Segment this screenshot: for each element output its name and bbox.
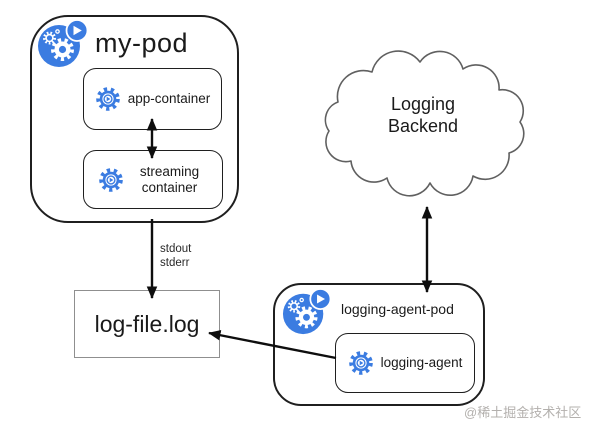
play-icon xyxy=(106,96,111,102)
container-icon xyxy=(98,167,123,192)
log-file-label: log-file.log xyxy=(94,310,200,337)
play-icon xyxy=(109,177,113,182)
log-file-box: log-file.log xyxy=(74,290,220,358)
logging-agent-label: logging-agent xyxy=(380,355,463,371)
stdout-stderr-label: stdout stderr xyxy=(160,243,191,270)
logging-agent-pod-label: logging-agent-pod xyxy=(341,301,454,317)
kubernetes-pod-icon xyxy=(38,19,88,67)
stdout-label: stdout xyxy=(160,243,192,255)
streaming-container-label: streaming container xyxy=(139,164,200,195)
logging-backend-label: Logging Backend xyxy=(387,94,459,136)
play-icon xyxy=(317,294,326,304)
container-icon xyxy=(348,351,373,375)
container-icon xyxy=(95,87,120,111)
watermark: @稀土掘金技术社区 xyxy=(464,405,582,420)
app-container-box: app-container xyxy=(83,68,222,130)
logging-agent-box: logging-agent xyxy=(335,333,475,393)
stderr-label: stderr xyxy=(160,256,190,269)
app-container-label: app-container xyxy=(127,91,211,107)
play-icon xyxy=(359,360,363,366)
kubernetes-pod-icon xyxy=(282,288,331,335)
play-icon xyxy=(73,25,82,36)
my-pod-label: my-pod xyxy=(95,28,189,58)
streaming-container-box: streaming container xyxy=(83,150,223,209)
